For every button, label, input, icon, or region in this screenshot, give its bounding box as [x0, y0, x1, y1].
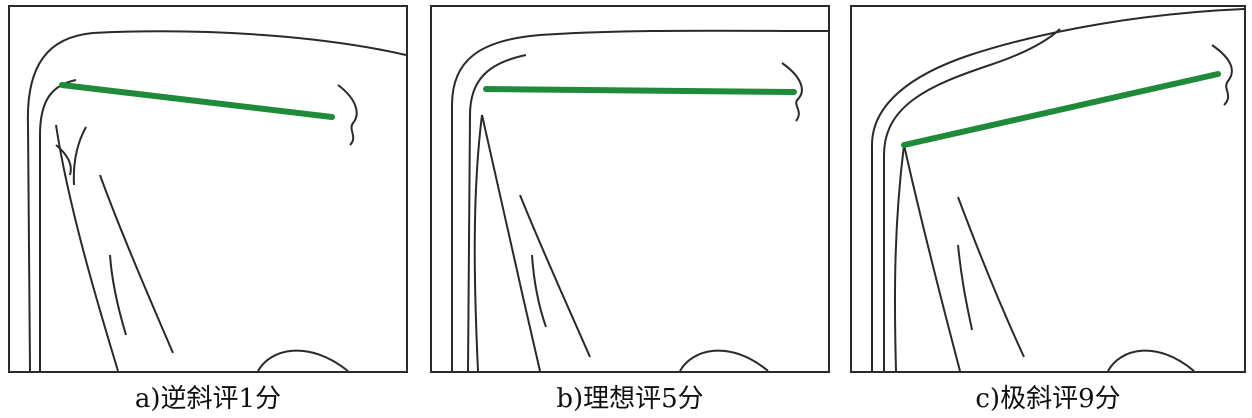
lapel-line-1 — [473, 114, 483, 372]
head-arc — [257, 349, 349, 372]
panel-a-drawing — [8, 5, 408, 373]
lapel-line-4 — [531, 254, 547, 328]
ear-curve — [781, 62, 803, 122]
lapel-line-2 — [99, 174, 174, 354]
head-arc — [1107, 349, 1195, 372]
lapel-line-3 — [957, 196, 1025, 358]
slope-line — [59, 82, 335, 120]
lapel-fold-1 — [55, 144, 72, 176]
lapel-line-1 — [893, 144, 905, 372]
panel-b-drawing — [430, 5, 830, 373]
panel-c-drawing — [850, 5, 1246, 373]
slope-line — [901, 71, 1221, 148]
ear-curve — [337, 84, 358, 146]
caption-b: b)理想评5分 — [556, 384, 704, 414]
panel-c-frame — [850, 5, 1246, 373]
outer-collar-curve — [26, 30, 407, 372]
panel-b — [430, 5, 830, 373]
lapel-fold-2 — [72, 126, 87, 186]
caption-c: c)极斜评9分 — [975, 384, 1121, 414]
outer-collar-curve — [871, 8, 1245, 371]
inner-collar-curve — [883, 28, 1061, 371]
outer-collar-curve — [451, 29, 829, 371]
inner-collar-curve — [39, 79, 77, 371]
panel-a-frame — [8, 5, 408, 373]
lapel-line-3 — [519, 194, 591, 358]
panel-c — [850, 5, 1246, 373]
slope-line — [483, 86, 797, 95]
panel-a — [8, 5, 408, 373]
panel-b-frame — [430, 5, 830, 373]
lapel-line-4 — [957, 244, 973, 331]
caption-a: a)逆斜评1分 — [134, 384, 282, 414]
head-arc — [679, 349, 769, 372]
lapel-line-2 — [903, 144, 961, 372]
inner-collar-curve — [467, 54, 527, 372]
ear-curve — [1211, 44, 1233, 106]
lapel-line-1 — [55, 124, 119, 372]
lapel-line-2 — [481, 114, 541, 372]
lapel-line-3 — [109, 254, 127, 336]
